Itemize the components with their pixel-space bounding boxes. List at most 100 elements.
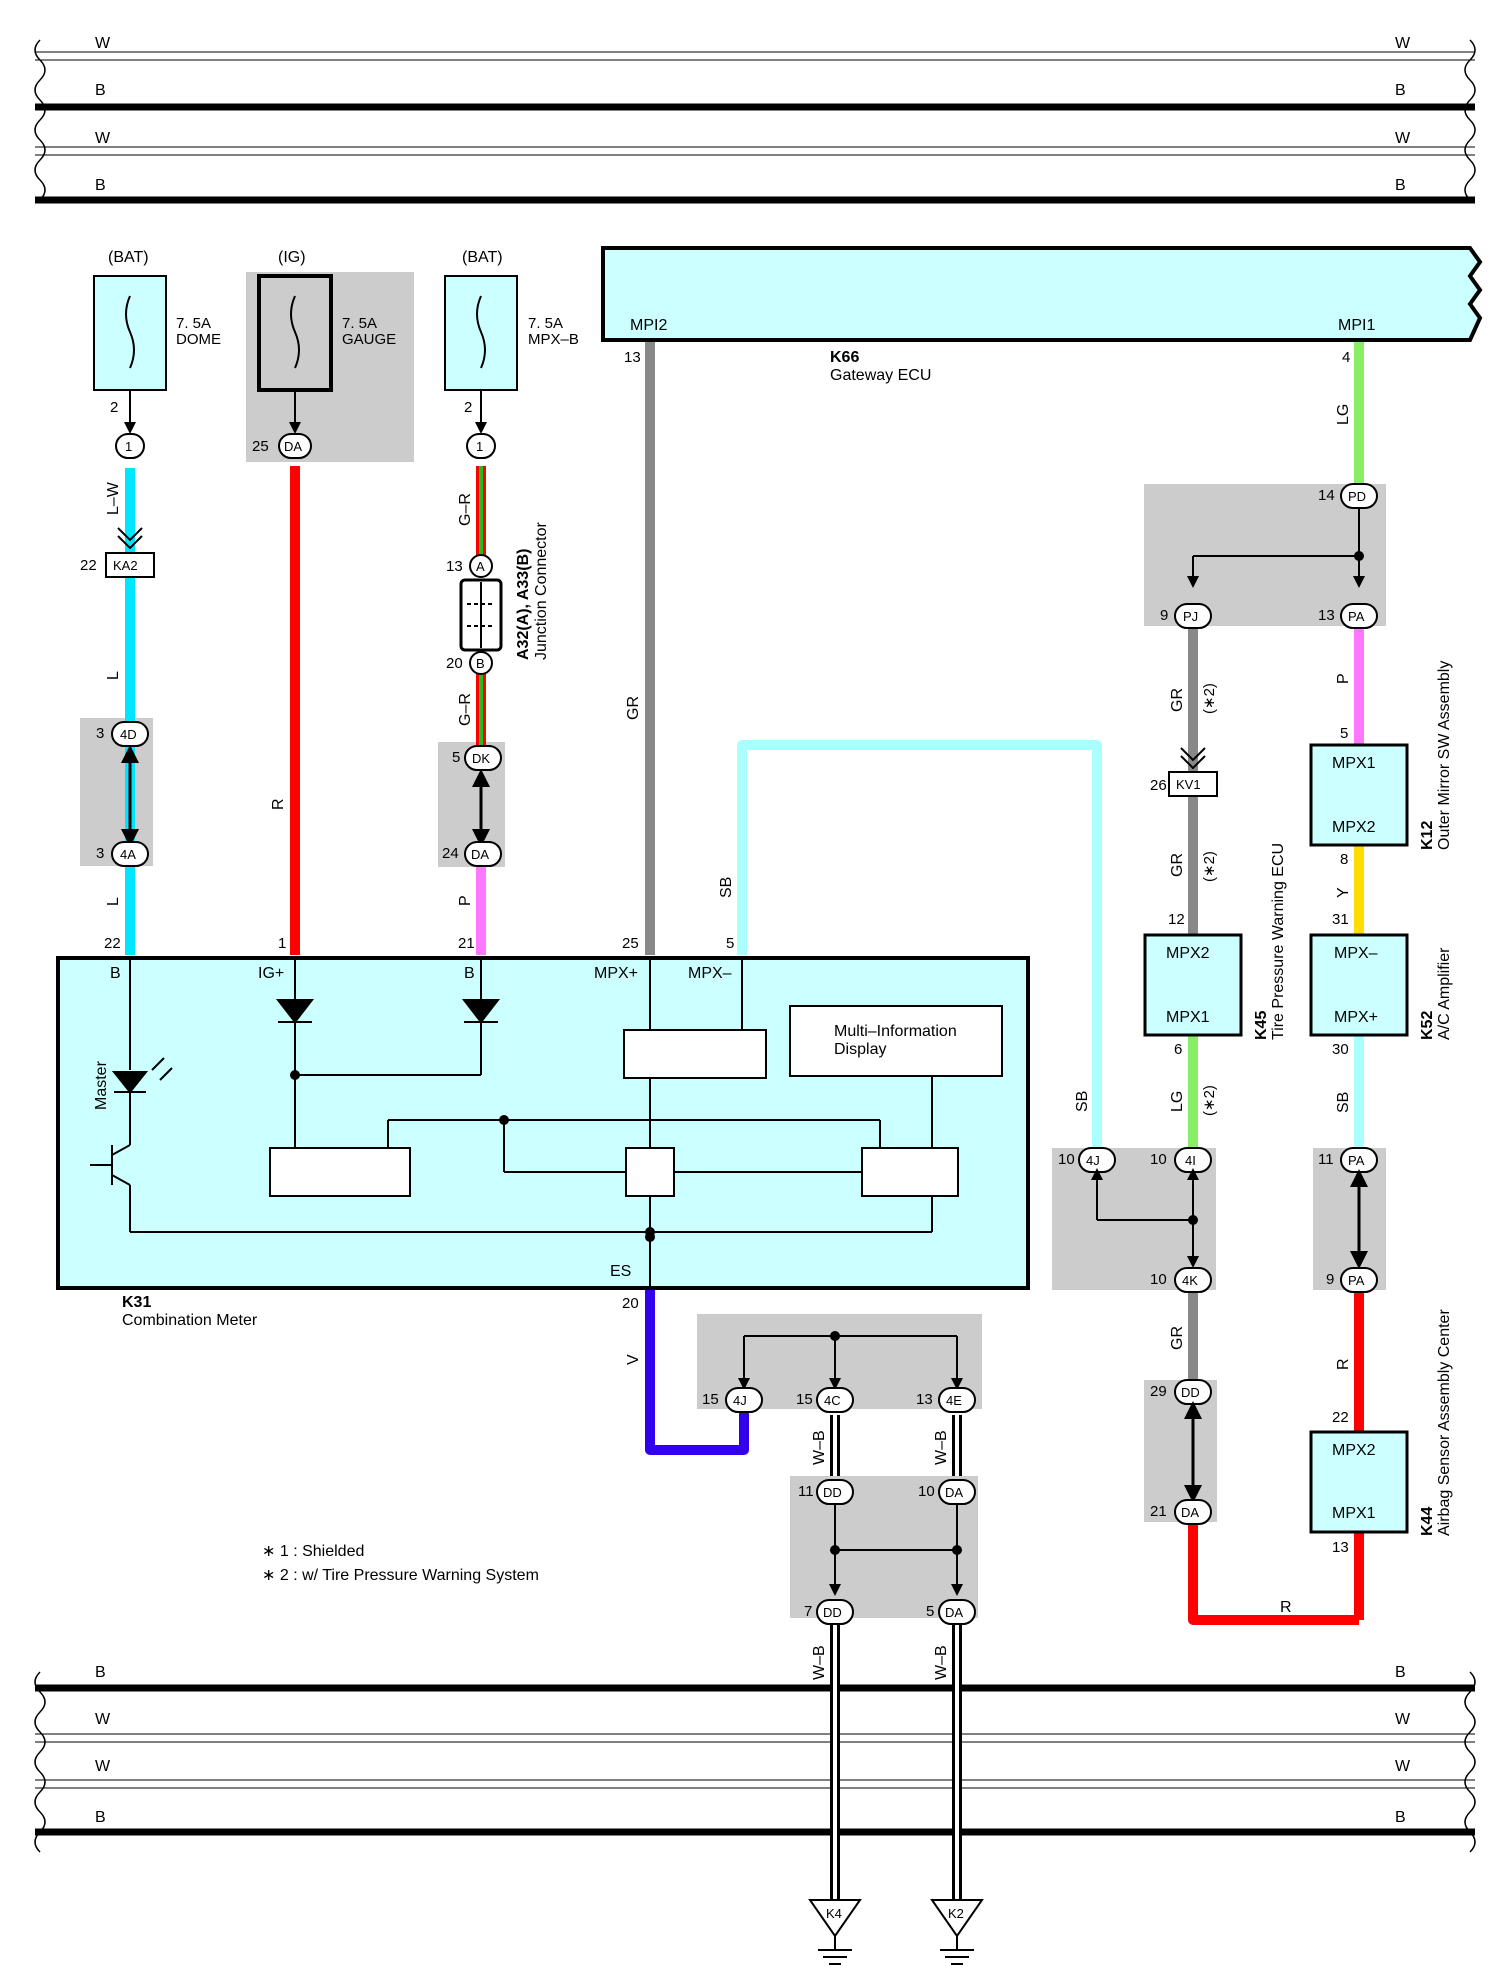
conn-dk: DK	[472, 751, 490, 766]
pin-2a: 2	[110, 399, 118, 416]
bus-top-4-left: B	[95, 177, 106, 194]
conn-4k: 4K	[1182, 1273, 1198, 1288]
pin-14: 14	[1318, 487, 1335, 504]
meter-pin-1: 1	[278, 935, 286, 952]
conn-a: A	[476, 559, 485, 574]
conn-b: B	[476, 656, 485, 671]
note-1: ∗ 1 : Shielded	[262, 1543, 364, 1560]
fuse-gauge-supply: (IG)	[278, 249, 306, 266]
pin-30: 30	[1332, 1041, 1349, 1058]
conn-dd-3: DD	[1181, 1385, 1200, 1400]
meter-pin-22: 22	[104, 935, 121, 952]
k45-name: Tire Pressure Warning ECU	[1270, 843, 1287, 1040]
conn-1b: 1	[476, 439, 483, 454]
bus-bottom-3-right: W	[1395, 1758, 1411, 1775]
label-sb-tp: SB	[1074, 1091, 1091, 1112]
meter-term-mpxm: MPX–	[688, 965, 732, 982]
pin-3b: 3	[96, 845, 104, 862]
connectors-left: 2 1 25 DA 2 1 22 KA2 13 A 20 B A32(A), A…	[80, 399, 550, 867]
bus-bottom-4-left: B	[95, 1809, 106, 1826]
conn-da-5: DA	[1181, 1505, 1199, 1520]
pin-10c: 10	[1150, 1151, 1167, 1168]
conn-dd-2: DD	[823, 1605, 842, 1620]
pin-5a: 5	[452, 749, 460, 766]
gateway-name: Gateway ECU	[830, 367, 931, 384]
pin-15b: 15	[796, 1391, 813, 1408]
junction-name: Junction Connector	[533, 521, 550, 660]
pin-22b: 22	[1332, 1409, 1349, 1426]
pin-5c: 5	[1340, 725, 1348, 742]
gateway-ecu: MPI2 MPI1 13 4 K66 Gateway ECU	[601, 246, 1483, 384]
notes: ∗ 1 : Shielded ∗ 2 : w/ Tire Pressure Wa…	[262, 1543, 539, 1584]
conn-4e: 4E	[946, 1393, 962, 1408]
k52-top: MPX–	[1334, 945, 1378, 962]
k45-top: MPX2	[1166, 945, 1210, 962]
pin-10d: 10	[1150, 1271, 1167, 1288]
pin-11b: 11	[1318, 1151, 1334, 1168]
conn-4a: 4A	[120, 847, 136, 862]
label-ast2-c: (∗2)	[1201, 1085, 1218, 1116]
meter-term-ig: IG+	[258, 965, 284, 982]
pin-5b: 5	[926, 1603, 934, 1620]
label-wb3: W–B	[811, 1645, 828, 1680]
pin-7: 7	[804, 1603, 812, 1620]
bus-bottom-3-left: W	[95, 1758, 111, 1775]
pin-m20: 20	[622, 1295, 639, 1312]
conn-4d: 4D	[120, 727, 137, 742]
k12-bottom: MPX2	[1332, 819, 1376, 836]
pin-15a: 15	[702, 1391, 719, 1408]
conn-da-3: DA	[945, 1485, 963, 1500]
meter-pin-25: 25	[622, 935, 639, 952]
pin-13c: 13	[1318, 607, 1335, 624]
bus-top-2-right: B	[1395, 82, 1406, 99]
label-gr2: G–R	[457, 693, 474, 726]
conn-pa-2: PA	[1348, 1153, 1365, 1168]
junction-code: A32(A), A33(B)	[515, 549, 532, 660]
k44-code: K44	[1419, 1507, 1436, 1536]
pin-10b: 10	[1058, 1151, 1075, 1168]
pin-6: 6	[1174, 1041, 1182, 1058]
right-side: 14 PD 9 PJ 13 PA 26 KV1 5 MPX1 MPX2 8 K1…	[1058, 483, 1453, 1556]
k44-bottom: MPX1	[1332, 1505, 1376, 1522]
conn-4j: 4J	[733, 1393, 747, 1408]
mid-display-line2: Display	[834, 1041, 886, 1058]
conn-pa: PA	[1348, 609, 1365, 624]
label-lw: L–W	[105, 481, 122, 515]
ground-k2: K2	[948, 1906, 964, 1921]
label-gr-tp3: GR	[1169, 1326, 1186, 1350]
label-gr-gw: GR	[625, 696, 642, 720]
fuse-dome-rating: 7. 5A	[176, 315, 211, 332]
bus-top-2-left: B	[95, 82, 106, 99]
meter-master: Master	[93, 1060, 110, 1110]
pin-26: 26	[1150, 777, 1167, 794]
bus-bottom-2-left: W	[95, 1711, 111, 1728]
k52-bottom: MPX+	[1334, 1009, 1378, 1026]
bus-top-3-right: W	[1395, 130, 1411, 147]
gateway-pin-mpi1: MPI1	[1338, 317, 1375, 334]
conn-dd: DD	[823, 1485, 842, 1500]
label-wb1: W–B	[811, 1430, 828, 1465]
conn-da-4: DA	[945, 1605, 963, 1620]
bus-bottom-2-right: W	[1395, 1711, 1411, 1728]
gateway-pin-4: 4	[1342, 349, 1350, 366]
fuse-mpx-b: (BAT) 7. 5A MPX–B	[444, 249, 579, 391]
conn-da-gauge: DA	[284, 439, 302, 454]
pin-24: 24	[442, 845, 459, 862]
label-p-right: P	[1335, 673, 1352, 684]
label-r-bottom: R	[1280, 1599, 1292, 1616]
k52-code: K52	[1419, 1011, 1436, 1040]
k12-name: Outer Mirror SW Assembly	[1436, 661, 1453, 850]
wire-labels: L–W L L R G–R G–R P GR SB V W–B W–B W–B …	[105, 404, 1352, 1680]
label-gr-tp2: GR	[1169, 853, 1186, 877]
k45-bottom: MPX1	[1166, 1009, 1210, 1026]
label-sb-right: SB	[1335, 1092, 1352, 1113]
pin-31: 31	[1332, 911, 1349, 928]
k12-code: K12	[1419, 821, 1436, 850]
ground-k4: K4	[826, 1906, 842, 1921]
label-l1: L	[105, 671, 122, 680]
bus-bottom-1-right: B	[1395, 1664, 1406, 1681]
pin-9b: 9	[1326, 1271, 1334, 1288]
label-gr-tp1: GR	[1169, 688, 1186, 712]
label-p1: P	[457, 895, 474, 906]
meter-code: K31	[122, 1294, 151, 1311]
